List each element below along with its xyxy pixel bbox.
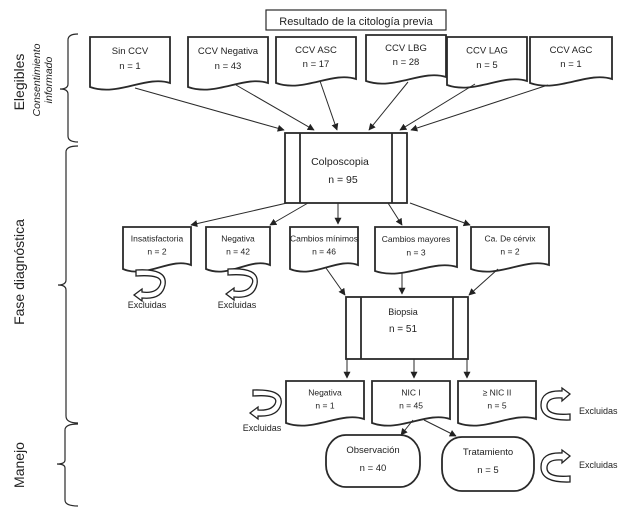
biopsia-label: Biopsia [388,307,418,317]
u-turn-arrow-icon [248,389,282,421]
colpo-result-box: Ca. De cérvix n = 2 [470,226,550,273]
cytology-box: CCV ASC n = 17 [275,36,357,87]
colpo-result-box-label: Cambios mínimos [290,234,358,244]
brace-manejo [56,423,79,507]
u-turn-arrow-icon [540,448,572,483]
colposcopia-count: n = 95 [328,174,358,186]
cytology-box-label: Sin CCV [112,46,149,57]
exclusion-tratamiento: Excluidas [540,448,618,483]
cytology-box-label: CCV AGC [550,45,593,56]
management-count: n = 40 [360,463,387,474]
cytology-box: CCV Negativa n = 43 [187,36,269,91]
excluded-label: Excluidas [243,423,282,433]
cytology-box-count: n = 28 [393,57,420,68]
excluded-label: Excluidas [579,406,618,416]
phase-sublabel-line1: Consentimiento [31,43,43,116]
cytology-box-count: n = 17 [303,59,330,70]
colpo-result-box-count: n = 42 [226,246,250,256]
phase-manejo: Manejo [11,442,27,488]
brace-elegibles [59,33,79,143]
cytology-box-count: n = 5 [476,60,497,71]
cytology-box-label: CCV LAG [466,46,508,57]
management-box: Tratamiento n = 5 [441,436,535,492]
colpo-result-box: Cambios mínimos n = 46 [289,226,359,273]
colpo-result-box-count: n = 2 [500,246,519,256]
biopsy-result-box-count: n = 1 [315,400,334,410]
colpo-result-box-label: Ca. De cérvix [484,234,536,244]
biopsy-result-box-count: n = 5 [487,400,506,410]
u-turn-arrow-icon [132,269,166,303]
biopsia-box: Biopsia n = 51 [345,296,469,360]
management-label: Tratamiento [463,447,513,458]
colpo-result-box-label: Cambios mayores [382,234,451,244]
cytology-box-label: CCV LBG [385,43,427,54]
biopsy-result-box-label: NIC I [401,388,420,398]
management-label: Observación [346,445,399,456]
exclusion-negativa: Excluidas [218,268,258,310]
biopsia-count: n = 51 [389,324,418,335]
cytology-box: CCV LAG n = 5 [446,36,528,89]
u-turn-arrow-icon [224,268,258,302]
excluded-label: Excluidas [579,460,618,470]
colposcopia-box: Colposcopia n = 95 [284,132,408,204]
arrows-to-biopsia [325,267,499,296]
colpo-result-box-count: n = 3 [406,248,425,258]
exclusion-insatisfactoria: Excluidas [128,269,167,310]
colpo-result-box: Cambios mayores n = 3 [374,226,458,275]
excluded-label: Excluidas [218,300,257,310]
colpo-result-box-count: n = 2 [147,246,166,256]
u-turn-arrow-icon [540,386,572,421]
colposcopia-label: Colposcopia [311,156,369,168]
arrows-to-colpo-results [190,202,471,228]
biopsy-result-box: Negativa n = 1 [285,380,365,427]
title-box: Resultado de la citología previa [265,9,447,31]
cytology-box-count: n = 1 [119,61,140,72]
phase-elegibles: Elegibles Consentimiento informado [11,43,55,116]
phase-label-diagnostica: Fase diagnóstica [11,219,27,325]
cytology-box-count: n = 43 [215,61,242,72]
biopsy-result-box: NIC I n = 45 [371,380,451,427]
brace-diagnostica [57,145,79,424]
management-box: Observación n = 40 [325,434,421,488]
phase-label-elegibles: Elegibles [11,54,27,111]
cytology-box-count: n = 1 [560,59,581,70]
biopsy-result-box-label: Negativa [308,388,342,398]
phase-diagnostica: Fase diagnóstica [11,219,27,325]
biopsy-result-box: ≥ NIC II n = 5 [457,380,537,427]
phase-sublabel-line2: informado [43,57,55,104]
phase-label-manejo: Manejo [11,442,27,488]
cytology-box: Sin CCV n = 1 [89,36,171,91]
exclusion-biopsy-negativa: Excluidas [243,389,282,433]
cytology-box: CCV AGC n = 1 [529,36,613,87]
colpo-result-box-label: Insatisfactoria [131,234,184,244]
colpo-result-box-label: Negativa [221,234,255,244]
management-count: n = 5 [477,465,498,476]
title-text: Resultado de la citología previa [279,16,433,28]
arrows-to-management [400,419,457,437]
colpo-result-box: Insatisfactoria n = 2 [122,226,192,273]
excluded-label: Excluidas [128,300,167,310]
colpo-result-box: Negativa n = 42 [205,226,271,273]
colpo-result-box-count: n = 46 [312,246,336,256]
cytology-box: CCV LBG n = 28 [365,34,447,85]
biopsy-result-box-count: n = 45 [399,400,423,410]
cytology-box-label: CCV ASC [295,45,337,56]
cytology-box-label: CCV Negativa [198,46,259,57]
arrows-to-colposcopia [134,80,549,132]
exclusion-nic-ii: Excluidas [540,386,618,421]
biopsy-result-box-label: ≥ NIC II [483,388,512,398]
arrows-to-biopsy-results [343,359,471,379]
